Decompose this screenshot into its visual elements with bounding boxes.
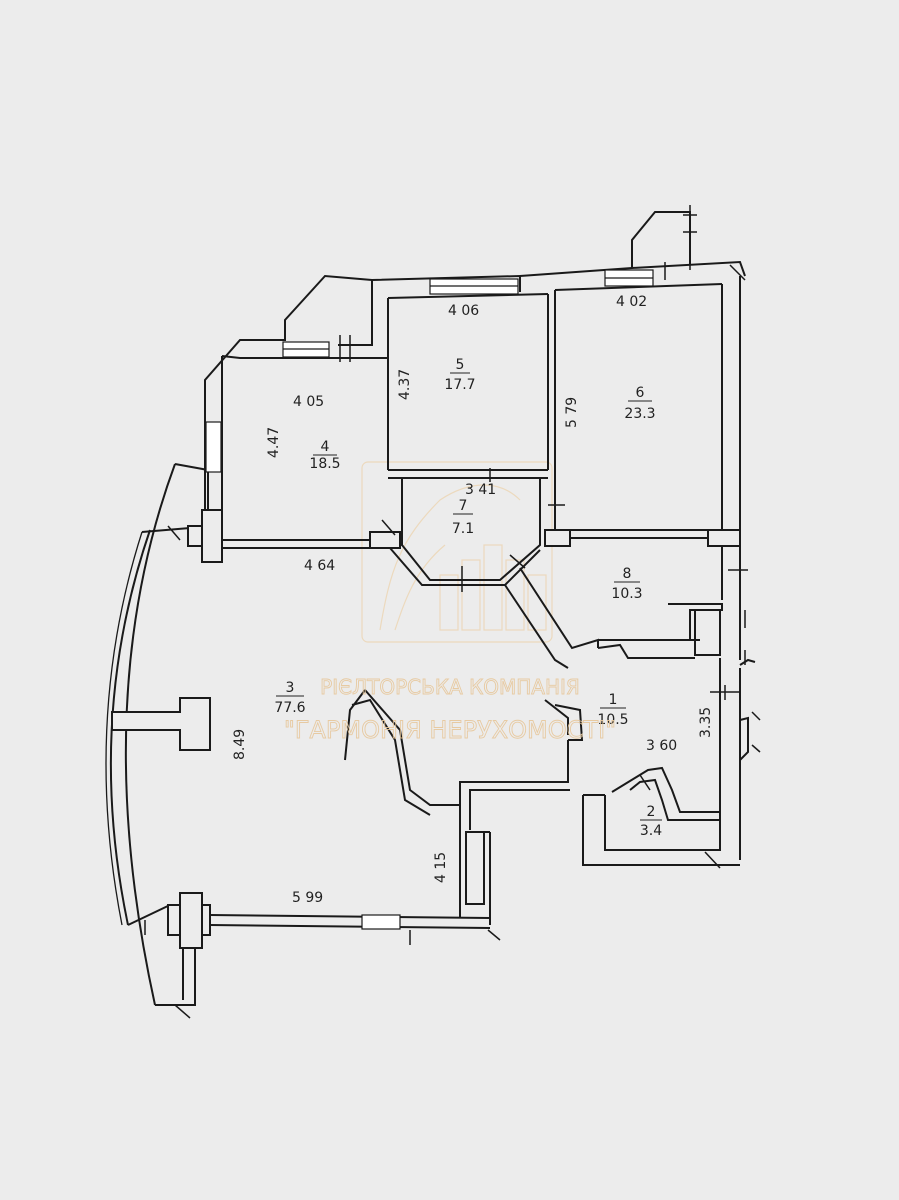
room-6-label: 6 23.3 bbox=[624, 385, 655, 422]
dim-room6-width: 4 02 bbox=[616, 294, 647, 310]
dimension-ticks bbox=[144, 205, 761, 1019]
room-2-label: 2 3.4 bbox=[640, 804, 662, 839]
dim-room5-width: 4 06 bbox=[448, 303, 479, 319]
room-8-label: 8 10.3 bbox=[611, 566, 642, 602]
dim-room4-width: 4 05 bbox=[293, 394, 324, 410]
svg-text:77.6: 77.6 bbox=[274, 700, 305, 716]
dim-room1-height: 3.35 bbox=[698, 707, 714, 738]
svg-text:7.1: 7.1 bbox=[452, 521, 474, 537]
interior-walls bbox=[111, 290, 756, 949]
svg-text:1: 1 bbox=[609, 692, 618, 708]
svg-text:17.7: 17.7 bbox=[444, 377, 475, 393]
outer-walls bbox=[105, 211, 746, 1006]
svg-text:2: 2 bbox=[647, 804, 656, 820]
watermark-line1: РІЄЛТОРСЬКА КОМПАНІЯ bbox=[320, 675, 580, 699]
svg-text:23.3: 23.3 bbox=[624, 406, 655, 422]
svg-text:5: 5 bbox=[456, 357, 465, 373]
room-7-label: 7 7.1 bbox=[452, 498, 474, 537]
room-3-label: 3 77.6 bbox=[274, 680, 305, 716]
room-5-label: 5 17.7 bbox=[444, 357, 475, 393]
dim-room4-bottom: 4 64 bbox=[304, 558, 335, 574]
dim-room7-width: 3 41 bbox=[465, 482, 496, 498]
svg-text:10.5: 10.5 bbox=[597, 712, 628, 728]
svg-text:8: 8 bbox=[623, 566, 632, 582]
svg-text:3.4: 3.4 bbox=[640, 823, 662, 839]
dim-room4-height: 4.47 bbox=[266, 427, 282, 458]
watermark-line2: "ГАРМОНІЯ НЕРУХОМОСТІ" bbox=[284, 716, 616, 744]
dim-room1-width: 3 60 bbox=[646, 738, 677, 754]
windows bbox=[205, 269, 654, 473]
svg-text:10.3: 10.3 bbox=[611, 586, 642, 602]
svg-text:18.5: 18.5 bbox=[309, 456, 340, 472]
room-1-label: 1 10.5 bbox=[597, 692, 628, 728]
dim-room6-height: 5 79 bbox=[564, 397, 580, 428]
room-4-label: 4 18.5 bbox=[309, 439, 340, 472]
svg-text:3: 3 bbox=[286, 680, 295, 696]
dim-room3-bottom: 5 99 bbox=[292, 890, 323, 906]
dim-room5-height: 4.37 bbox=[397, 369, 413, 400]
watermark-logo bbox=[361, 461, 553, 643]
svg-text:4: 4 bbox=[321, 439, 330, 455]
dim-room3-height: 8.49 bbox=[232, 729, 248, 760]
svg-text:7: 7 bbox=[459, 498, 468, 514]
dim-corridor-height: 4 15 bbox=[433, 852, 449, 883]
svg-text:6: 6 bbox=[636, 385, 645, 401]
